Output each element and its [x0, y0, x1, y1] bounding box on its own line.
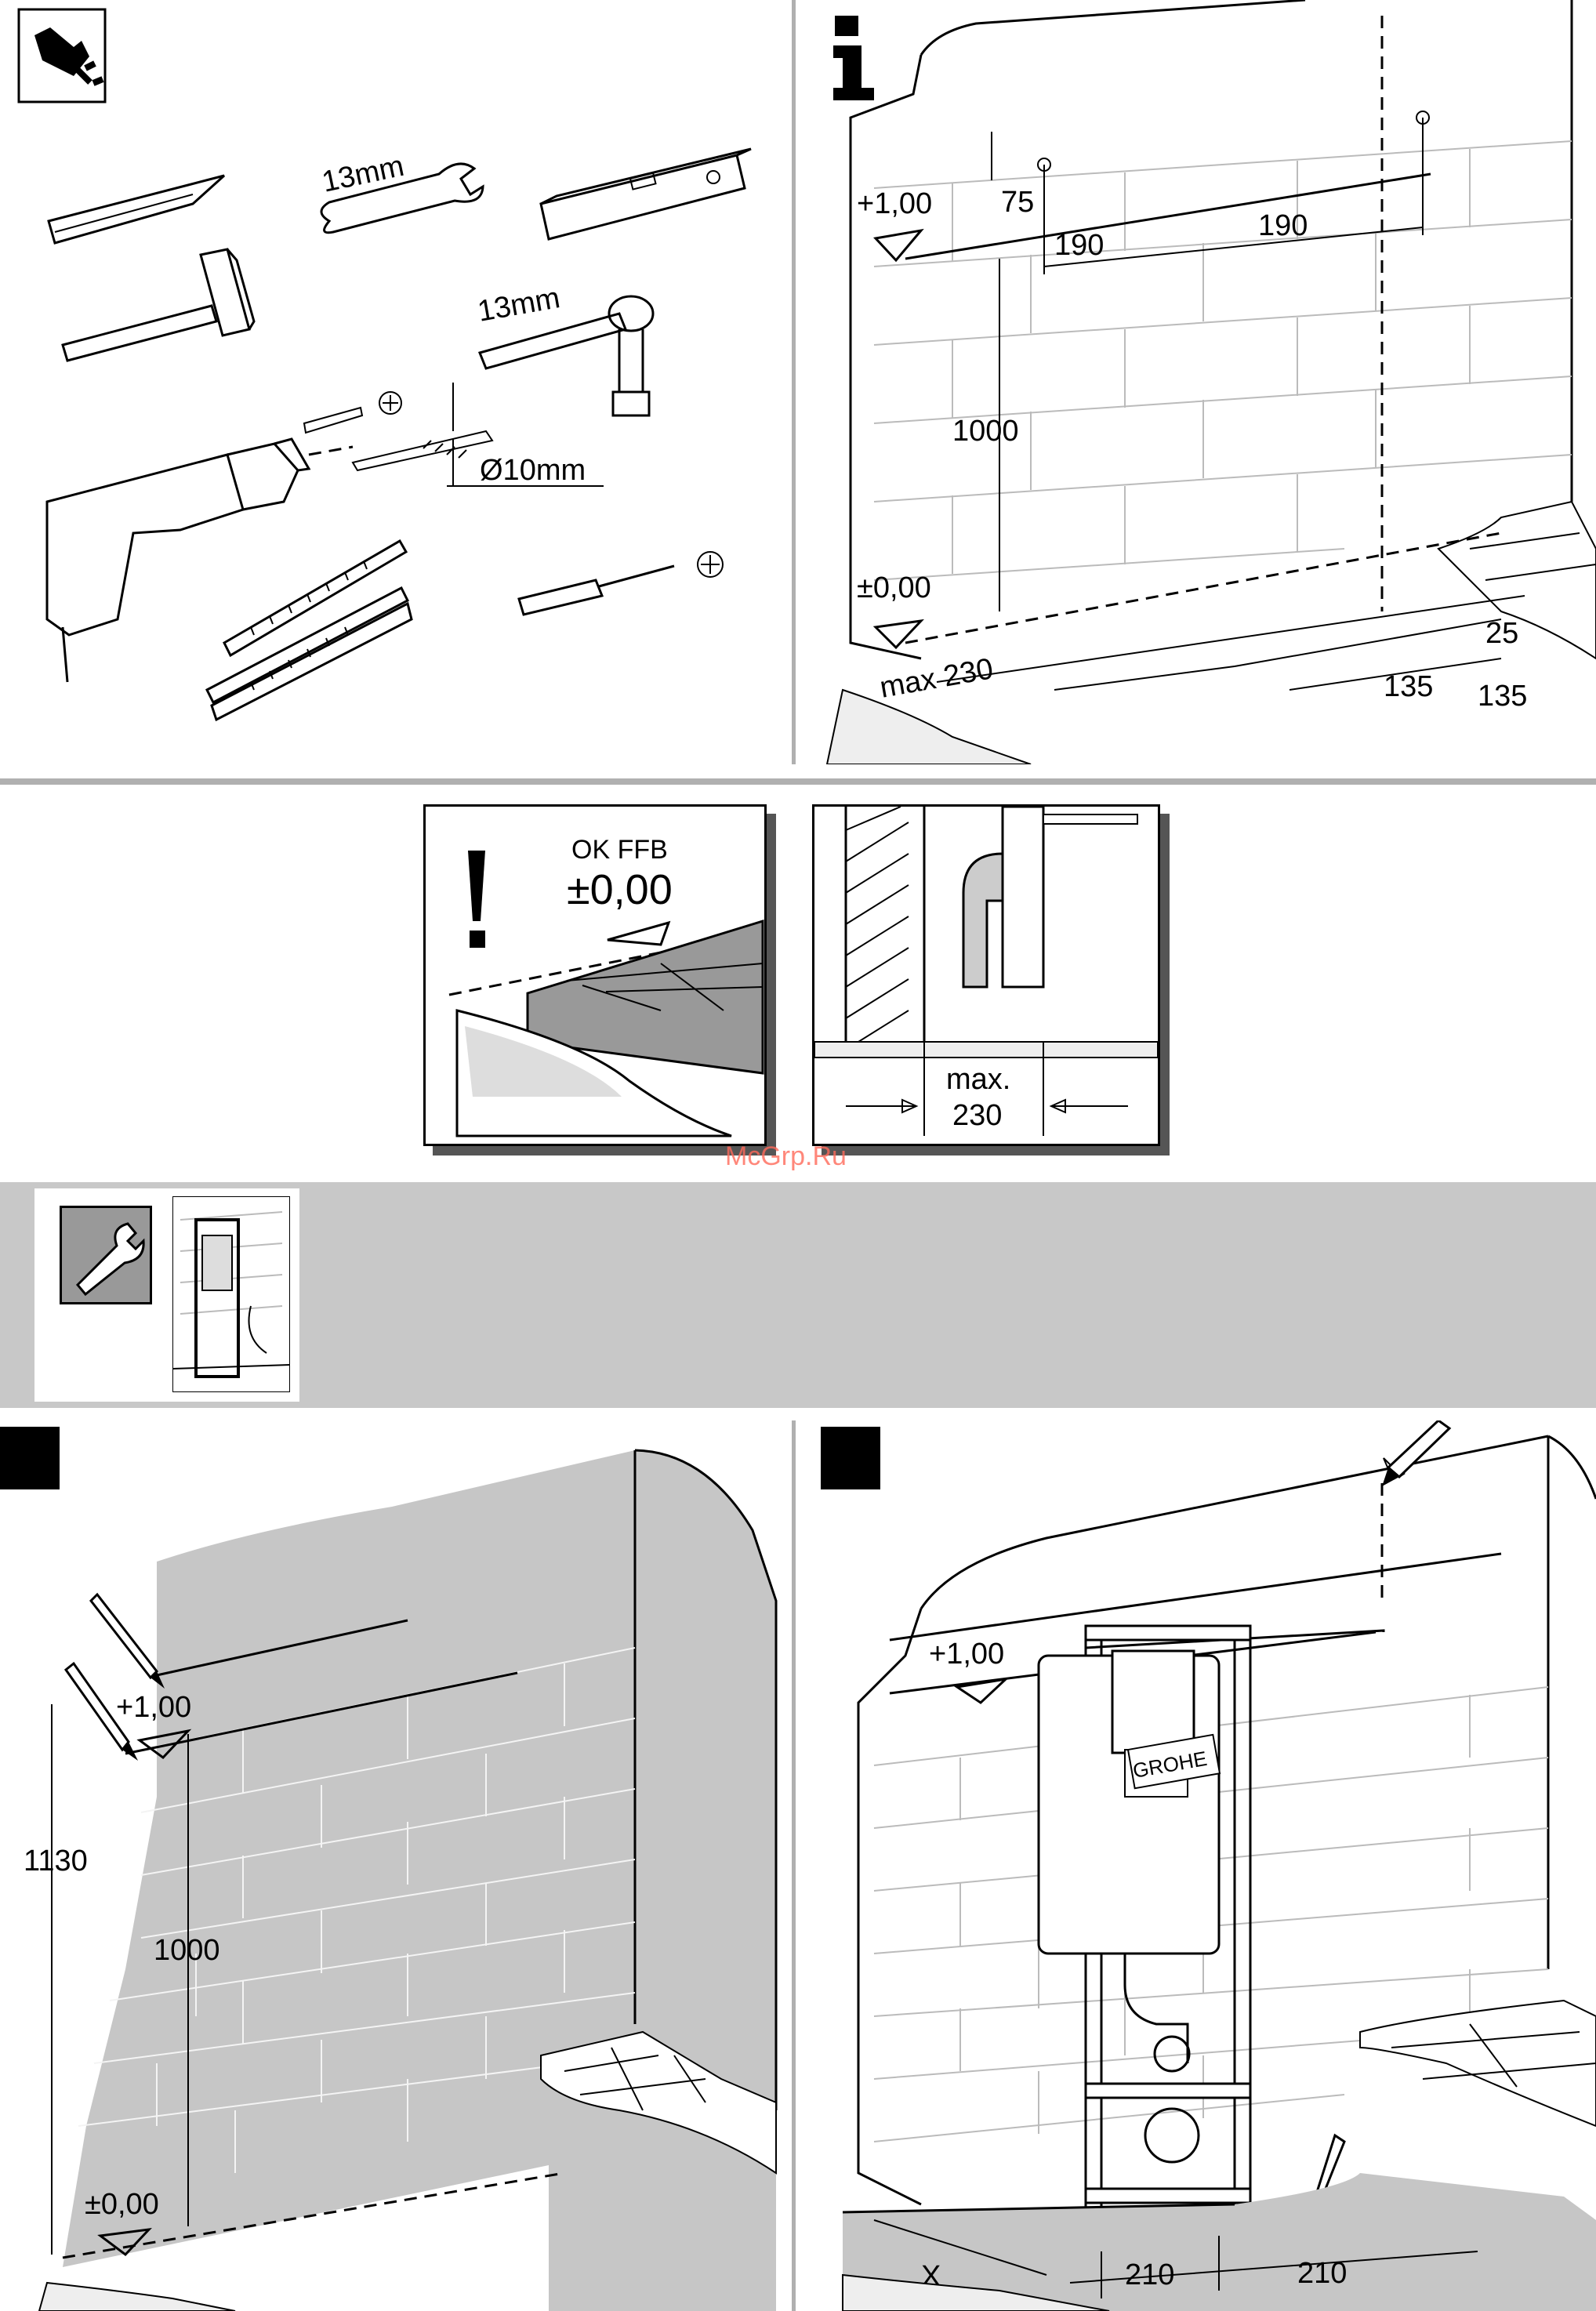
drill-icon: [47, 439, 353, 682]
tools-panel: 13mm 13mm: [0, 0, 792, 764]
level-marker: +1,00: [857, 187, 932, 260]
left-floor-mark: ±0,00: [85, 2188, 159, 2221]
divider-horizontal: [0, 778, 1596, 785]
wall-hatch: [846, 807, 924, 1058]
info-level-mark: +1,00: [857, 187, 932, 220]
step-left-panel: +1,00 1130 1000 ±0,00: [0, 1420, 792, 2311]
step-right-panel: +1,00 GROHE: [796, 1420, 1596, 2311]
dim-190-left: 190: [1054, 229, 1104, 262]
pencil-icon: [49, 176, 224, 243]
info-icon: [833, 16, 874, 100]
dim-25: 25: [1485, 617, 1518, 650]
drill-bit-size-label: Ø10mm: [480, 454, 586, 487]
dim-1000: 1000: [952, 415, 1019, 448]
wall-gray: [63, 1450, 776, 2311]
floor-level-marker: ±0,00: [857, 571, 931, 648]
max-230-label: max 230: [877, 652, 996, 705]
socket-wrench-size-label: 13mm: [475, 281, 562, 328]
frame-thumbnail: [172, 1196, 290, 1392]
wrench-icon-box: [60, 1206, 152, 1304]
dim-135-right: 135: [1478, 680, 1527, 713]
dim-1130: 1130: [24, 1845, 88, 1877]
pencil-icon-upper: [91, 1594, 165, 1689]
dim-135-left: 135: [1384, 670, 1433, 703]
socket-wrench-icon: 13mm: [475, 281, 653, 415]
pipe-max-value: 230: [952, 1099, 1002, 1132]
step-number-box-2: [821, 1427, 880, 1489]
warning-panel: OK FFB ±0,00: [423, 804, 776, 1156]
dim-210-right: 210: [1297, 2257, 1347, 2290]
tools-icon: [19, 9, 105, 102]
info-floor-mark: ±0,00: [857, 571, 931, 604]
drain-pipe: [963, 807, 1137, 987]
pipe-max-label: max.: [946, 1063, 1010, 1096]
spirit-level-icon: [541, 149, 751, 239]
watermark: McGrp.Ru: [725, 1141, 847, 1172]
ok-ffb-level: ±0,00: [567, 866, 673, 913]
instruction-band: [0, 1182, 1596, 1408]
right-level-mark: +1,00: [929, 1638, 1004, 1671]
folding-rule-icon: [207, 541, 412, 720]
drill-bit-icon: Ø10mm: [304, 383, 604, 487]
ok-ffb-label: OK FFB: [571, 835, 668, 865]
pipe-panel: max. 230: [812, 804, 1170, 1156]
dim-190-right: 190: [1258, 209, 1308, 242]
dim-210-left: 210: [1125, 2258, 1174, 2291]
left-level-mark: +1,00: [116, 1691, 191, 1724]
step-number-box-1: [0, 1427, 60, 1489]
dim-75: 75: [1001, 186, 1034, 219]
left-dim-1000: 1000: [154, 1934, 220, 1967]
pencil-icon-top: [1382, 1420, 1449, 1486]
info-panel: +1,00 75 190 190 1000 ±0,00 max 230 135 …: [796, 0, 1596, 764]
wrench-size-label: 13mm: [319, 150, 407, 199]
warning-icon: [468, 851, 485, 948]
hammer-icon: [63, 249, 254, 361]
screwdriver-icon: [519, 552, 723, 615]
thumbnail-box: [34, 1188, 299, 1402]
wrench-icon: 13mm: [319, 150, 483, 233]
